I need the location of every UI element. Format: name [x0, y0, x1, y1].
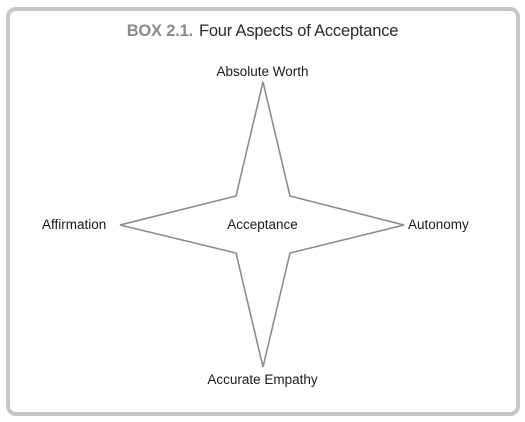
aspect-accurate-empathy: Accurate Empathy: [207, 372, 318, 387]
center-acceptance: Acceptance: [227, 217, 298, 232]
aspect-absolute-worth: Absolute Worth: [216, 64, 309, 79]
aspect-autonomy: Autonomy: [408, 217, 469, 232]
aspect-affirmation: Affirmation: [42, 217, 107, 232]
four-point-star-shape: [119, 81, 405, 368]
box-title-text: Four Aspects of Acceptance: [198, 22, 399, 40]
box-number: BOX 2.1.: [126, 22, 193, 40]
box-frame: [6, 7, 520, 416]
box-title: BOX 2.1. Four Aspects of Acceptance: [0, 22, 525, 41]
